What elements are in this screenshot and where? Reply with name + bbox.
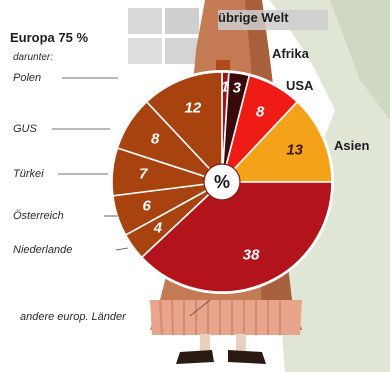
pie-value-label-0: 1 (221, 78, 229, 95)
label-usa: USA (286, 78, 314, 93)
figure-shoe (176, 350, 214, 364)
label-uebrige-welt: übrige Welt (218, 10, 289, 25)
pie-value-label-8: 8 (151, 131, 160, 148)
pie-value-label-4: 38 (243, 247, 260, 264)
label-andere-europ: andere europ. Länder (20, 311, 126, 323)
pie-center (203, 163, 241, 201)
pie-slice-3 (220, 100, 333, 183)
figure-leg (236, 334, 246, 354)
pie-center-label: % (214, 172, 230, 192)
map-tile (165, 8, 199, 34)
pie-value-label-9: 12 (185, 99, 202, 116)
green-backdrop-dark (330, 0, 390, 120)
pie-value-label-6: 6 (143, 197, 152, 214)
map-tile (128, 8, 162, 34)
pie-slice-4 (140, 181, 333, 293)
label-tuerkei: Türkei (13, 168, 44, 180)
label-gus: GUS (13, 123, 37, 135)
label-niederlande: Niederlande (13, 244, 73, 256)
label-box (216, 60, 230, 72)
pie-value-label-1: 3 (233, 80, 242, 97)
figure-leg (200, 334, 210, 354)
pie-value-label-3: 13 (286, 142, 303, 159)
figure-dress-stripes (159, 299, 281, 336)
darunter-label: darunter: (13, 52, 54, 63)
label-box (218, 10, 328, 30)
pie-slice-9 (145, 71, 223, 185)
map-tile (165, 38, 199, 64)
pie-value-label-7: 7 (139, 166, 148, 183)
label-polen: Polen (13, 72, 42, 84)
label-afrika: Afrika (272, 46, 309, 61)
figure-shoe (228, 350, 266, 364)
label-oesterreich: Österreich (13, 210, 64, 222)
europa-title: Europa 75 % (10, 30, 89, 45)
leader-line-5 (189, 299, 211, 317)
map-tile (128, 38, 162, 64)
label-asien: Asien (334, 138, 370, 153)
leader-line-4 (115, 247, 129, 251)
figure-dress (150, 300, 302, 335)
pie-value-label-2: 8 (256, 104, 265, 121)
pie-value-label-5: 4 (153, 220, 163, 237)
